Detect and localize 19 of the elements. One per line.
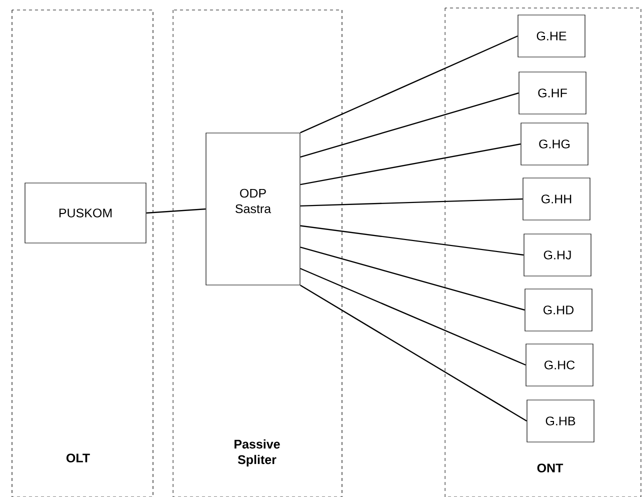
connector-line xyxy=(300,268,526,366)
box: ODP Sastra xyxy=(206,132,300,286)
connector-line xyxy=(300,35,518,134)
box: G.HG xyxy=(520,122,588,166)
box: G.HF xyxy=(518,72,586,114)
connector-line xyxy=(300,143,521,186)
connector-line xyxy=(300,92,519,158)
connector-line xyxy=(300,198,523,207)
connector-line xyxy=(300,284,527,422)
box: G.HH xyxy=(522,178,590,220)
box: G.HD xyxy=(524,288,592,332)
connector-line xyxy=(300,246,525,311)
connector-line xyxy=(300,225,524,256)
box: G.HE xyxy=(518,14,586,58)
box: G.HJ xyxy=(524,234,592,276)
box: PUSKOM xyxy=(24,182,146,244)
box: G.HB xyxy=(526,400,594,442)
box: G.HC xyxy=(526,344,594,386)
connector-line xyxy=(146,208,206,214)
